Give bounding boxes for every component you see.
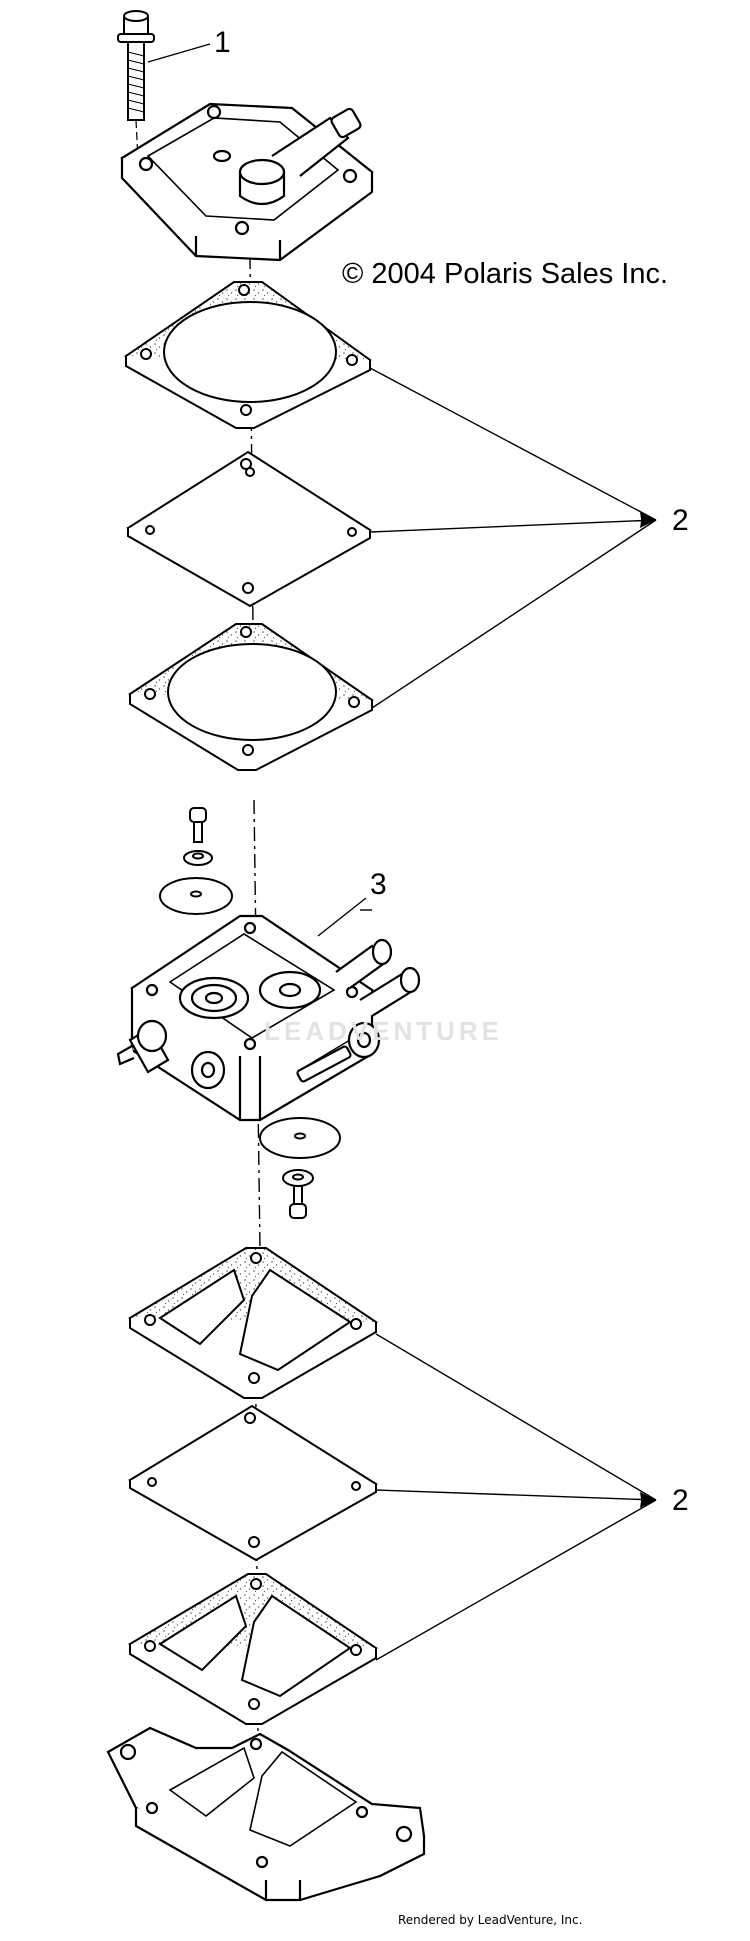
pump-body xyxy=(116,914,421,1122)
copyright-notice: © 2004 Polaris Sales Inc. xyxy=(342,258,669,290)
diaphragm-lower xyxy=(128,1404,378,1562)
gasket-top xyxy=(124,281,372,429)
pump-base xyxy=(106,1726,426,1902)
gasket-lower-2 xyxy=(128,1573,378,1725)
callout-1: 1 xyxy=(214,26,231,59)
gasket-lower-1 xyxy=(128,1247,378,1399)
leader-lines xyxy=(147,43,657,1661)
callout-2-lower: 2 xyxy=(672,1484,689,1517)
check-valve-lower xyxy=(259,1117,341,1219)
pump-cover xyxy=(120,102,374,262)
watermark: LEADVENTURE xyxy=(264,1016,504,1046)
render-credit: Rendered by LeadVenture, Inc. xyxy=(398,1913,583,1927)
callout-3: 3 xyxy=(370,868,387,901)
leader-arrowheads xyxy=(640,512,656,1508)
bolt xyxy=(117,10,155,161)
diaphragm-top xyxy=(126,450,372,608)
callout-2-upper: 2 xyxy=(672,504,689,537)
gasket-middle xyxy=(128,623,374,771)
check-valve-upper xyxy=(159,807,233,915)
